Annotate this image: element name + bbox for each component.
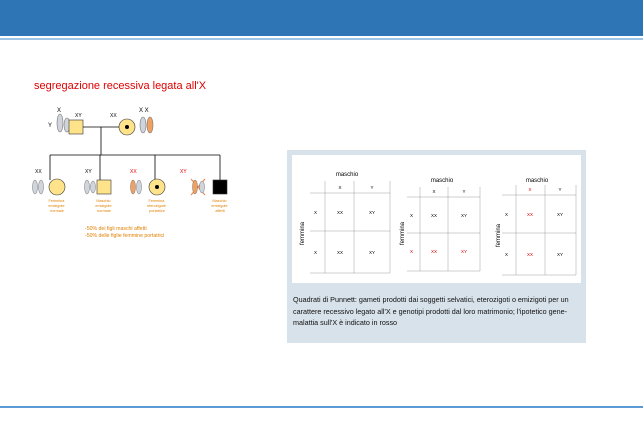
punnett-3-cell: XY [557,212,563,217]
child-2-label: Maschio emizigote normale [95,199,112,213]
punnett-1-cell: XY [369,250,375,255]
punnett-squares-area: maschio femmina X Y X X XX XY XX XY masc… [292,155,581,283]
punnett-2-row-axis: femmina [400,221,406,245]
parent-father-chrom-top: X [57,108,61,114]
slide-title: segregazione recessiva legata all'X [34,80,207,92]
parent-mother-chrom-top: X X [139,108,149,114]
punnett-3-col-2: Y [558,187,561,192]
child-3-label: Femmina eterozigote portatrice [147,199,167,213]
punnett-2-col-1: X [432,189,435,194]
punnett-1-cell: XY [369,210,375,215]
punnett-2-col-2: Y [462,189,465,194]
punnett-1-row-1: X [314,210,317,215]
punnett-3-col-axis: maschio [526,178,549,184]
father-square [68,119,84,135]
punnett-caption: Quadrati di Punnett: gameti prodotti dai… [293,295,569,327]
punnett-2-row-1: X [410,213,413,218]
parent-father-genotype: XY [75,113,82,119]
footer-rule [0,406,643,408]
punnett-2-cell: XX [431,213,437,218]
chromosome-icon [139,116,154,134]
punnett-3-row-2: X [505,252,508,257]
punnett-1-row-2: X [314,250,317,255]
child-1-label: Femmina emizigote normale [48,199,65,213]
punnett-3-cell: XX [527,212,533,217]
pedigree-note: -50% dei figli maschi affetti -50% delle… [85,226,164,239]
child-4-square [212,179,228,195]
parent-mother-genotype: XX [110,113,117,119]
punnett-panel: maschio femmina X Y X X XX XY XX XY masc… [287,150,586,343]
pedigree-diagram: X Y XY XX X X XX Femmina emizigote norma… [32,108,228,239]
chromosome-icon [56,113,71,133]
punnett-2-cell: XY [461,249,467,254]
child-1-genotype: XX [35,169,42,175]
child-2-genotype: XY [85,169,92,175]
child-1-circle [48,178,66,196]
punnett-1-row-axis: femmina [300,221,306,245]
punnett-1-col-axis: maschio [336,172,359,178]
parent-father-chrom-side: Y [48,123,52,129]
punnett-2-cell: XY [461,213,467,218]
punnett-3-row-axis: femmina [496,223,502,247]
punnett-2-row-2: X [410,249,413,254]
punnett-3-cell: XY [557,252,563,257]
child-3-genotype: XX [130,169,137,175]
affected-marker-icon [190,178,206,196]
punnett-1-cell: XX [337,250,343,255]
punnett-2-col-axis: maschio [431,178,454,184]
punnett-3-col-1: X [528,187,531,192]
punnett-2-cell: XX [431,249,437,254]
child-4-label: Maschio emizigote affetti [211,199,228,213]
punnett-squares: maschio femmina X Y X X XX XY XX XY masc… [300,172,577,276]
header-bar [0,0,643,36]
punnett-1-col-1: X [338,185,341,190]
punnett-3-row-1: X [505,212,508,217]
child-2-square [96,179,112,195]
punnett-3-cell: XX [527,252,533,257]
punnett-1-col-2: Y [370,185,373,190]
child-4-genotype: XY [180,169,187,175]
punnett-1-cell: XX [337,210,343,215]
header-rule [0,38,643,40]
